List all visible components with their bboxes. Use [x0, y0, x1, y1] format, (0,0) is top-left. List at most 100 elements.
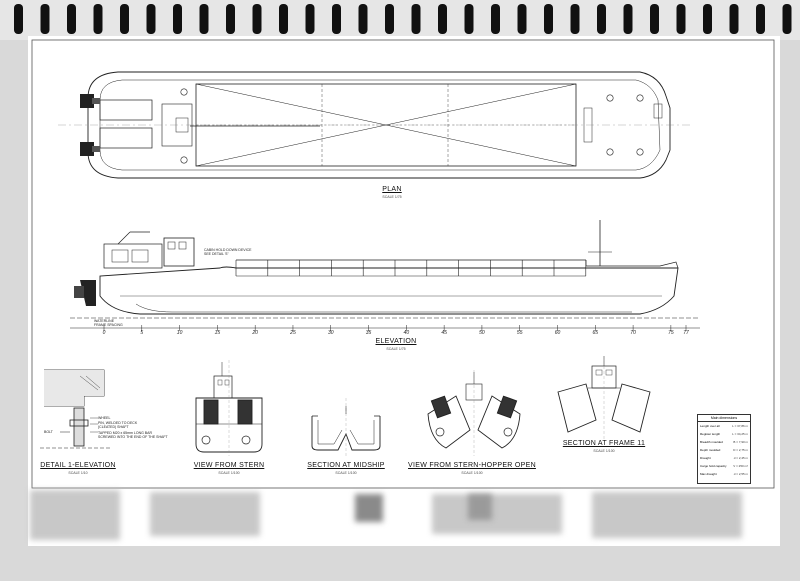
frame-tick-label: 30 — [327, 330, 334, 336]
binding-ring — [438, 4, 447, 34]
detail-tapped-note: TAPPED M20 x 65mm LONG BAR SCREWED INTO … — [98, 431, 168, 439]
elevation-winch-house — [103, 243, 163, 269]
binding-ring — [491, 4, 500, 34]
plan-propeller-port — [80, 94, 100, 108]
view-hopper-title: VIEW FROM STERN-HOPPER OPEN — [408, 462, 536, 469]
binding-ring — [358, 4, 368, 34]
dimension-label: Max draught — [700, 471, 717, 476]
binding-ring — [226, 4, 235, 34]
binding-ring — [544, 4, 553, 34]
binding-ring — [756, 4, 765, 34]
binding-ring — [305, 4, 315, 34]
binding-ring — [570, 4, 580, 34]
binding-ring — [623, 4, 633, 34]
section-at-midship — [311, 398, 381, 456]
spiral-binding — [0, 0, 800, 40]
binding-ring — [93, 4, 103, 34]
elevation-view — [70, 220, 700, 329]
frame-tick-label: 55 — [516, 330, 523, 336]
frame-tick-label: 40 — [403, 330, 410, 336]
detail-bolt-note: BOLT — [44, 430, 53, 434]
plan-bollard — [606, 94, 614, 102]
frame-tick-label: 20 — [252, 330, 258, 336]
binding-ring — [782, 4, 792, 34]
main-dimensions-header: Main dimensions — [698, 415, 750, 422]
detail-title: DETAIL 1-ELEVATION — [40, 462, 116, 469]
binding-ring — [703, 4, 712, 34]
plan-bollard — [606, 148, 614, 156]
elevation-title: ELEVATION — [375, 338, 417, 345]
frame-tick-label: 75 — [668, 330, 674, 336]
view-stern-title: VIEW FROM STERN — [193, 462, 265, 469]
binding-ring — [517, 4, 527, 34]
frame-tick-label: 10 — [176, 330, 183, 336]
frame-spacing-note: FRAME SPACING — [94, 323, 123, 327]
binding-ring — [411, 4, 421, 34]
section-midship-title: SECTION AT MIDSHIP — [307, 462, 385, 469]
dimension-label: Length over all — [700, 423, 720, 428]
detail-scale: SCALE 1/10 — [68, 471, 88, 475]
section-at-frame-11 — [557, 356, 651, 440]
drawing-border — [31, 39, 775, 489]
binding-ring — [650, 4, 659, 34]
dimension-row: Cargo hold capacity V = 250 m³ — [698, 462, 750, 470]
elevation-scale: SCALE 1/75 — [386, 347, 406, 351]
dimension-label: Draught — [700, 455, 711, 460]
frame-tick-label: 35 — [365, 330, 372, 336]
frame-tick-label: 0 — [102, 330, 106, 336]
elevation-hull — [99, 266, 679, 315]
dimension-value: d = 2,55 m — [733, 471, 748, 476]
binding-ring — [252, 4, 262, 34]
plan-bollard — [636, 94, 644, 102]
frame-tick-label: 77 — [683, 330, 689, 336]
section-frame-scale: SCALE 1/100 — [593, 449, 615, 453]
frame-tick-label: 45 — [441, 330, 447, 336]
dimension-label: Cargo hold capacity — [700, 463, 727, 468]
plan-winch-port — [99, 99, 153, 121]
binding-ring — [120, 4, 129, 34]
frame-tick-label: 5 — [140, 330, 144, 336]
frame-tick-label: 15 — [214, 330, 221, 336]
dimension-value: d = 2,45 m — [733, 455, 748, 460]
frame-ticks — [103, 325, 687, 331]
binding-ring — [173, 4, 182, 34]
binding-ring — [676, 4, 686, 34]
dimension-row: Draught d = 2,45 m — [698, 454, 750, 462]
dimension-value: D = 2,75 m — [733, 447, 748, 452]
binding-ring — [14, 4, 23, 34]
elevation-wheelhouse — [163, 237, 195, 267]
paper-sheet — [28, 36, 780, 546]
dimension-label: Register length — [700, 431, 721, 436]
binding-ring — [146, 4, 156, 34]
frame-tick-label: 50 — [479, 330, 485, 336]
binding-ring — [729, 4, 739, 34]
waterline-note: WATERLINE — [94, 319, 115, 323]
frame-tick-label: 65 — [592, 330, 599, 336]
binding-ring — [464, 4, 474, 34]
plan-hull-inner — [99, 79, 661, 171]
elevation-rudder-propeller — [74, 280, 96, 306]
binding-ring — [385, 4, 394, 34]
dimension-value: B = 7,90 m — [733, 439, 748, 444]
binding-ring — [332, 4, 341, 34]
plan-bollard — [180, 88, 188, 96]
dimension-value: V = 250 m³ — [733, 463, 748, 468]
plan-bollard — [636, 148, 644, 156]
binding-ring — [597, 4, 606, 34]
plan-bollard — [180, 156, 188, 164]
elevation-deck-stanchions — [235, 260, 587, 276]
dimension-row: Max draught d = 2,55 m — [698, 470, 750, 478]
binding-ring — [279, 4, 288, 34]
plan-propeller-stbd — [80, 142, 100, 156]
frame-tick-label: 60 — [554, 330, 561, 336]
view-from-stern-hopper-open — [427, 370, 521, 456]
view-stern-scale: SCALE 1/100 — [218, 471, 240, 475]
stern-hull — [195, 397, 263, 453]
detail-1-elevation — [40, 369, 110, 449]
